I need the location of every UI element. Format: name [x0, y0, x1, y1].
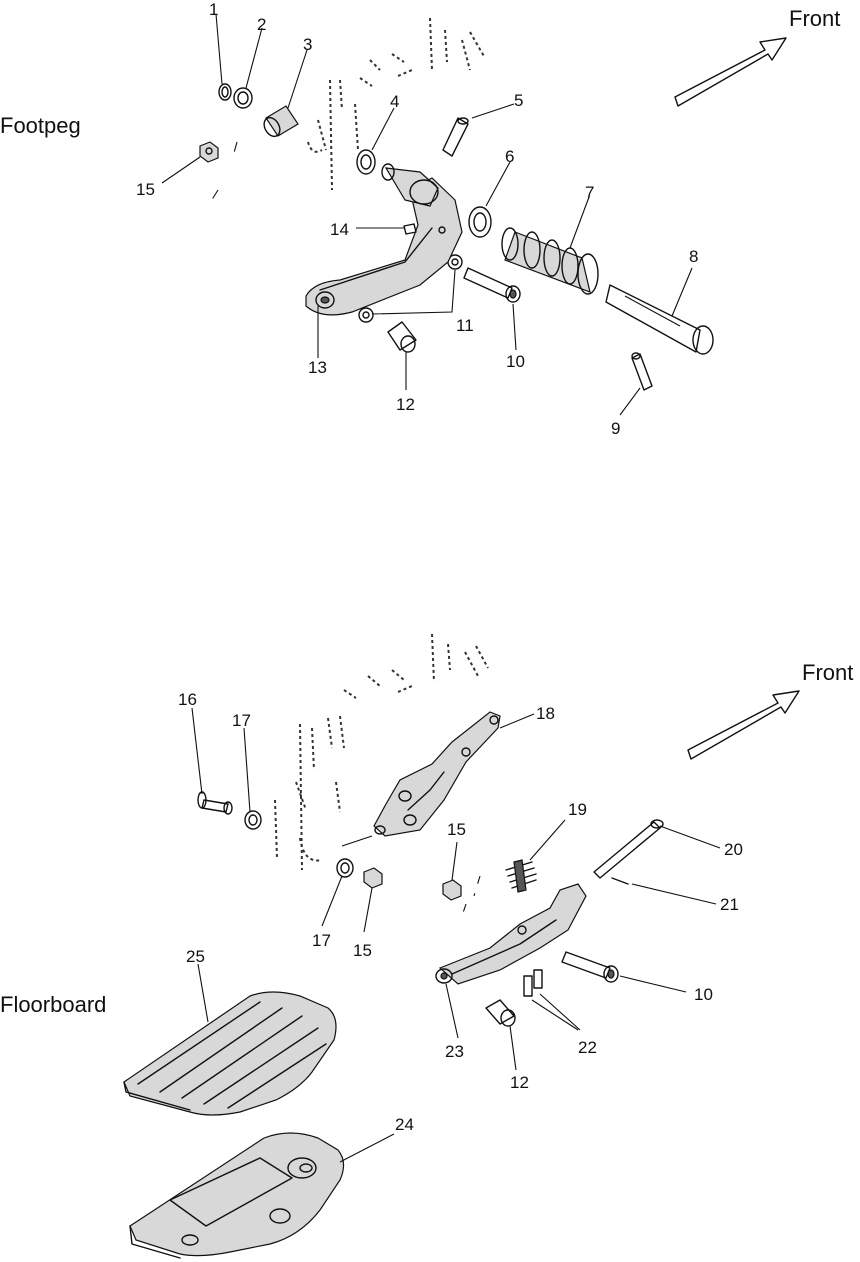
callout-6: 6: [505, 147, 514, 166]
callout-22: 22: [578, 1038, 597, 1057]
part-3-bushing: [263, 105, 299, 138]
callout-13: 13: [308, 358, 327, 377]
callout-11: 11: [456, 316, 474, 335]
frame-outline-footpeg: [307, 17, 486, 191]
floorboard-callouts: 16 17 18 19 20 21 10 22 23 12 15 17 15 2…: [178, 690, 743, 1134]
callout-12-floorboard: 12: [510, 1073, 529, 1092]
callout-7: 7: [585, 183, 594, 202]
part-19-spring: [505, 859, 537, 893]
callout-23: 23: [445, 1042, 464, 1061]
callout-20: 20: [724, 840, 743, 859]
part-15-nut-left: [363, 867, 383, 889]
callout-10: 10: [506, 352, 525, 371]
part-24-floorboard-base: [129, 1132, 345, 1259]
part-6-washer: [468, 206, 492, 238]
footpeg-leaders: [161, 13, 693, 416]
callout-19: 19: [568, 800, 587, 819]
part-13-footpeg-bracket: [305, 163, 463, 316]
part-16-bolt: [197, 791, 233, 815]
callout-9: 9: [611, 419, 620, 438]
part-21-cotter: [611, 877, 629, 885]
frame-outline-floorboard: [274, 633, 489, 871]
part-25-floorboard-rubber: [123, 991, 337, 1116]
floorboard-section: Floorboard Front: [0, 633, 853, 1259]
callout-24: 24: [395, 1115, 414, 1134]
part-20-hinge-pin: [593, 819, 664, 879]
callout-25: 25: [186, 947, 205, 966]
part-9-pin: [631, 352, 653, 391]
callout-16: 16: [178, 690, 197, 709]
callout-3: 3: [303, 35, 312, 54]
part-18-mount-bracket: [373, 711, 501, 837]
part-17-washer-lower: [336, 858, 354, 878]
floorboard-leaders: [191, 707, 721, 1163]
footpeg-section: Footpeg Front: [0, 0, 840, 438]
callout-17-upper: 17: [232, 711, 251, 730]
part-2-washer: [233, 87, 253, 109]
callout-18: 18: [536, 704, 555, 723]
part-15-nut-center: [442, 879, 462, 901]
callout-14: 14: [330, 220, 349, 239]
front-arrow-floorboard: Front: [687, 660, 853, 760]
part-15-nut: [199, 141, 219, 163]
footpeg-section-title: Footpeg: [0, 113, 81, 138]
callout-2: 2: [257, 15, 266, 34]
callout-1: 1: [209, 0, 218, 19]
part-4-washer: [356, 149, 376, 175]
front-label-footpeg: Front: [789, 6, 840, 31]
part-10-bolt: [463, 267, 521, 303]
callout-8: 8: [689, 247, 698, 266]
front-label-floorboard: Front: [802, 660, 853, 685]
part-17-washer-upper: [244, 810, 262, 830]
front-arrow-footpeg: Front: [674, 6, 840, 107]
footpeg-callouts: 1 2 3 4 5 6 7 8 9 10 11 12 13 14 15: [136, 0, 698, 438]
callout-15-center: 15: [447, 820, 466, 839]
callout-12: 12: [396, 395, 415, 414]
part-22-studs: [523, 969, 543, 997]
callout-15: 15: [136, 180, 155, 199]
floorboard-section-title: Floorboard: [0, 992, 106, 1017]
callout-5: 5: [514, 91, 523, 110]
callout-10-floorboard: 10: [694, 985, 713, 1004]
part-10-bolt-floorboard: [561, 951, 619, 983]
part-14-pin: [403, 223, 417, 235]
callout-4: 4: [390, 92, 399, 111]
callout-17-lower: 17: [312, 931, 331, 950]
part-7-rubber-grip: [501, 227, 599, 295]
callout-21: 21: [720, 895, 739, 914]
part-8-peg-core: [605, 284, 714, 355]
part-1-clip: [218, 83, 232, 101]
part-23-floorboard-arm: [435, 883, 587, 985]
part-12-bolt-floorboard: [485, 999, 516, 1027]
part-12-bolt: [387, 321, 417, 353]
callout-15-left: 15: [353, 941, 372, 960]
part-5-pin: [442, 117, 469, 157]
